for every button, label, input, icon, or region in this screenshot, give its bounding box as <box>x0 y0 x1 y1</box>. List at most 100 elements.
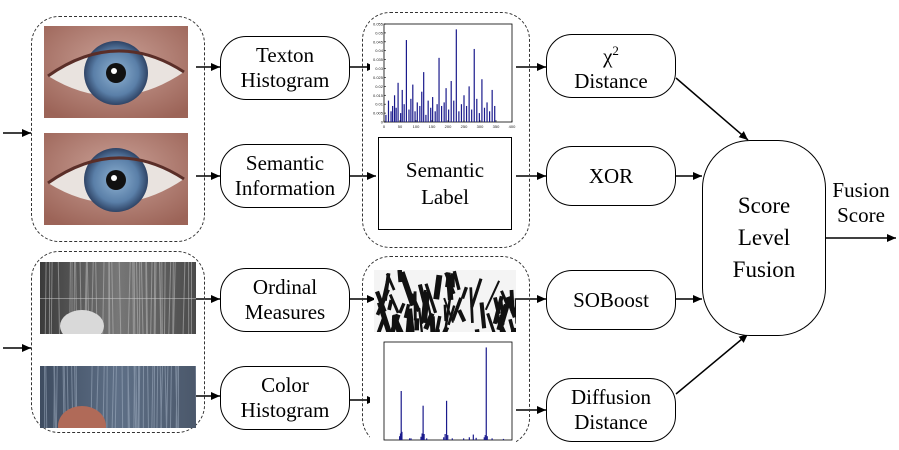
diffusion-label: Diffusion <box>570 385 652 409</box>
texton-histogram-bar <box>395 107 397 122</box>
texton-histogram-bar <box>463 95 465 122</box>
texture-pattern-icon <box>374 270 516 332</box>
texton-histogram-y-tick-label: 0.025 <box>373 75 384 80</box>
texton-histogram-x-tick-label: 300 <box>477 124 484 129</box>
texture-stroke <box>387 299 394 311</box>
texture-stroke <box>388 293 400 314</box>
strip-streak <box>45 366 48 428</box>
texture-stroke <box>417 283 428 310</box>
texton-histogram-bar <box>419 105 421 122</box>
texton-histogram-bar <box>471 109 473 122</box>
texton-histogram-bar <box>401 89 403 122</box>
color-histogram-bar <box>422 405 424 440</box>
texture-stroke <box>450 297 463 322</box>
texton-histogram-bar <box>460 104 463 122</box>
texture-stroke <box>413 291 417 321</box>
strip-streak <box>121 366 124 428</box>
texton-histogram-bar <box>443 102 445 122</box>
texton-histogram-bar <box>458 111 460 122</box>
texton-histogram-bar <box>436 104 438 122</box>
fusion-line2: Level <box>737 225 791 250</box>
strip-streak <box>133 366 137 428</box>
texture-stroke <box>500 290 510 307</box>
color-histogram-bar <box>445 400 448 440</box>
color-histogram-bar <box>484 435 486 440</box>
texton-histogram-y-tick-label: 0.04 <box>375 48 384 53</box>
soboost-node: SOBoost <box>546 270 676 330</box>
color-histogram-bar <box>410 438 412 440</box>
color-histogram-bar <box>483 437 485 440</box>
texton-label: Texton <box>255 43 315 67</box>
texton-histogram-bar <box>445 88 447 122</box>
texton-histogram-bar <box>416 102 418 122</box>
texton-histogram-y-tick-label: 0.01 <box>375 102 384 107</box>
texton-histogram-bar <box>387 100 390 122</box>
semantic-sublabel: Information <box>234 176 336 200</box>
fusion-line3: Fusion <box>732 257 796 282</box>
texton-histogram-bar <box>438 57 440 122</box>
strip-streak <box>169 366 172 428</box>
ordinal-sublabel: Measures <box>244 300 326 324</box>
texton-histogram-bar <box>455 29 457 123</box>
eye-photo-icon <box>44 133 188 225</box>
texton-histogram-bar <box>489 111 491 122</box>
texton-histogram-bar <box>473 48 475 123</box>
color-label: Color <box>261 373 309 397</box>
color-histogram-bar <box>421 433 423 440</box>
texture-stroke <box>436 326 450 332</box>
score-level-fusion-node: Score Level Fusion <box>702 140 826 336</box>
color-histogram-bar <box>443 437 445 440</box>
strip-streak <box>160 366 163 428</box>
chi-symbol: χ <box>603 44 613 68</box>
texture-stroke <box>397 270 403 283</box>
fusion-score-output: Fusion Score <box>826 178 896 228</box>
periocular-strip-icon <box>40 366 196 428</box>
texton-histogram-bar <box>441 105 443 122</box>
strip-streak <box>135 366 138 428</box>
texton-histogram-bar <box>465 105 468 122</box>
texture-stroke <box>508 318 515 332</box>
strip-streak <box>147 366 149 428</box>
color-histogram-node: Color Histogram <box>220 366 350 430</box>
texture-stroke <box>486 312 498 332</box>
texton-histogram-bar <box>481 79 483 122</box>
iris-representation-group <box>362 12 530 248</box>
texton-histogram-y-tick-label: 0.035 <box>373 57 384 62</box>
texture-stroke <box>457 309 467 323</box>
texture-stroke <box>445 272 451 288</box>
texture-stroke <box>450 273 455 288</box>
texton-histogram-bar <box>494 105 496 122</box>
texton-histogram-bar <box>393 95 396 122</box>
chi-square-symbol: χ2 <box>603 38 619 69</box>
texture-stroke <box>494 314 513 332</box>
texton-histogram-y-tick-label: 0.005 <box>373 111 384 116</box>
texture-stroke <box>430 321 435 332</box>
texton-histogram-bar <box>468 86 470 122</box>
texton-histogram-x-tick-label: 400 <box>509 124 516 129</box>
texture-stroke <box>431 315 442 332</box>
texton-histogram-bar <box>397 82 399 122</box>
color-histogram-bar <box>399 433 402 440</box>
chi-square-distance-node: χ2 Distance <box>546 34 676 98</box>
color-histogram-bar <box>491 438 493 440</box>
color-histogram-bar <box>420 436 422 440</box>
texton-histogram-bar <box>412 84 414 122</box>
color-histogram-bar <box>444 434 446 440</box>
color-histogram-bar <box>409 438 411 440</box>
semantic-label-box: Semantic Label <box>378 137 512 230</box>
texton-histogram-bar <box>483 107 486 122</box>
texture-stroke <box>424 283 438 314</box>
eye-image-group <box>31 16 205 242</box>
eye-photo-icon <box>44 26 188 118</box>
texton-histogram-bar <box>392 105 394 122</box>
arrow-diffusion-to-fusion <box>675 333 749 395</box>
texton-histogram-x-tick-label: 350 <box>493 124 500 129</box>
color-histogram-bar <box>423 434 425 440</box>
texture-stroke <box>443 297 455 323</box>
texture-stroke <box>418 307 424 332</box>
strip-streak <box>164 366 167 428</box>
diffusion-distance-node: Diffusion Distance <box>546 378 676 442</box>
texton-histogram-bar <box>430 107 432 122</box>
texton-sublabel: Histogram <box>240 68 330 92</box>
